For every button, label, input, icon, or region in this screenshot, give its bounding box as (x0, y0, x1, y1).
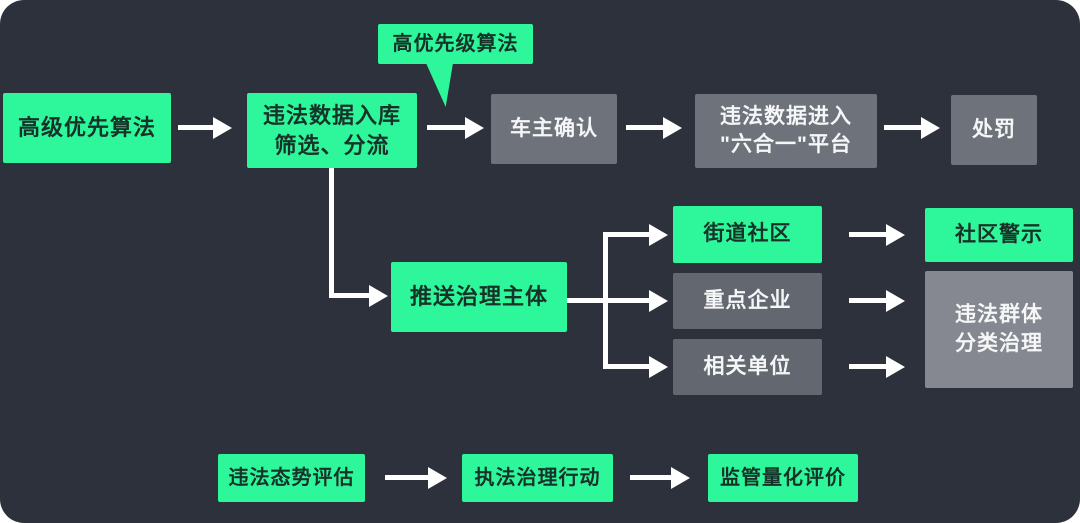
node-illegal-data-entry: 违法数据入库 筛选、分流 (247, 93, 417, 168)
node-label: 执法治理行动 (474, 466, 601, 489)
node-related-units: 相关单位 (673, 339, 822, 395)
arrow-right-icon (178, 125, 213, 130)
arrow-right-icon (849, 364, 886, 369)
callout-tail-icon (426, 63, 453, 107)
node-key-enterprises: 重点企业 (673, 273, 822, 329)
node-push-governance-subject: 推送治理主体 (391, 262, 567, 332)
node-label: 处罚 (972, 117, 1016, 141)
node-label: 车主确认 (510, 116, 598, 140)
node-label: 推送治理主体 (409, 284, 548, 310)
node-label: 违法态势评估 (228, 466, 355, 489)
node-label: 监管量化评价 (720, 466, 846, 489)
node-label-line2: "六合一"平台 (720, 133, 852, 156)
arrow-right-icon (385, 475, 428, 480)
node-illegal-group-governance: 违法群体 分类治理 (925, 271, 1073, 388)
node-situation-assessment: 违法态势评估 (218, 454, 365, 502)
node-owner-confirmation: 车主确认 (491, 94, 617, 164)
node-label-line2: 筛选、分流 (274, 132, 390, 158)
node-label: 相关单位 (703, 354, 792, 378)
node-label-line1: 违法数据入库 (262, 102, 401, 128)
arrow-right-icon (606, 298, 649, 303)
callout-label: 高优先级算法 (392, 32, 519, 55)
node-label-line1: 违法数据进入 (720, 104, 852, 128)
arrow-right-icon (884, 125, 921, 130)
arrow-right-icon (427, 125, 465, 130)
node-label: 重点企业 (703, 288, 792, 312)
node-label: 社区警示 (955, 222, 1043, 246)
arrow-right-icon (849, 232, 886, 237)
arrow-right-icon (630, 475, 671, 480)
node-label-line2: 分类治理 (955, 331, 1043, 355)
node-punishment: 处罚 (951, 95, 1037, 165)
node-quantitative-evaluation: 监管量化评价 (708, 454, 858, 502)
callout-high-priority-algorithm: 高优先级算法 (378, 24, 533, 64)
node-enforcement-action: 执法治理行动 (462, 454, 613, 502)
node-label-line1: 违法群体 (955, 303, 1043, 327)
connector-line (567, 298, 608, 303)
node-label: 街道社区 (703, 222, 792, 246)
arrow-right-icon (849, 298, 886, 303)
arrow-right-icon (606, 364, 649, 369)
node-advanced-priority-algorithm: 高级优先算法 (3, 93, 171, 163)
arrow-right-icon (606, 232, 649, 237)
node-street-community: 街道社区 (673, 206, 822, 263)
node-label: 高级优先算法 (17, 115, 156, 141)
arrow-right-icon (626, 125, 663, 130)
arrow-right-icon (329, 293, 369, 298)
node-community-warning: 社区警示 (925, 208, 1073, 262)
node-six-in-one-platform: 违法数据进入 "六合一"平台 (695, 94, 877, 168)
connector-line (329, 168, 334, 298)
